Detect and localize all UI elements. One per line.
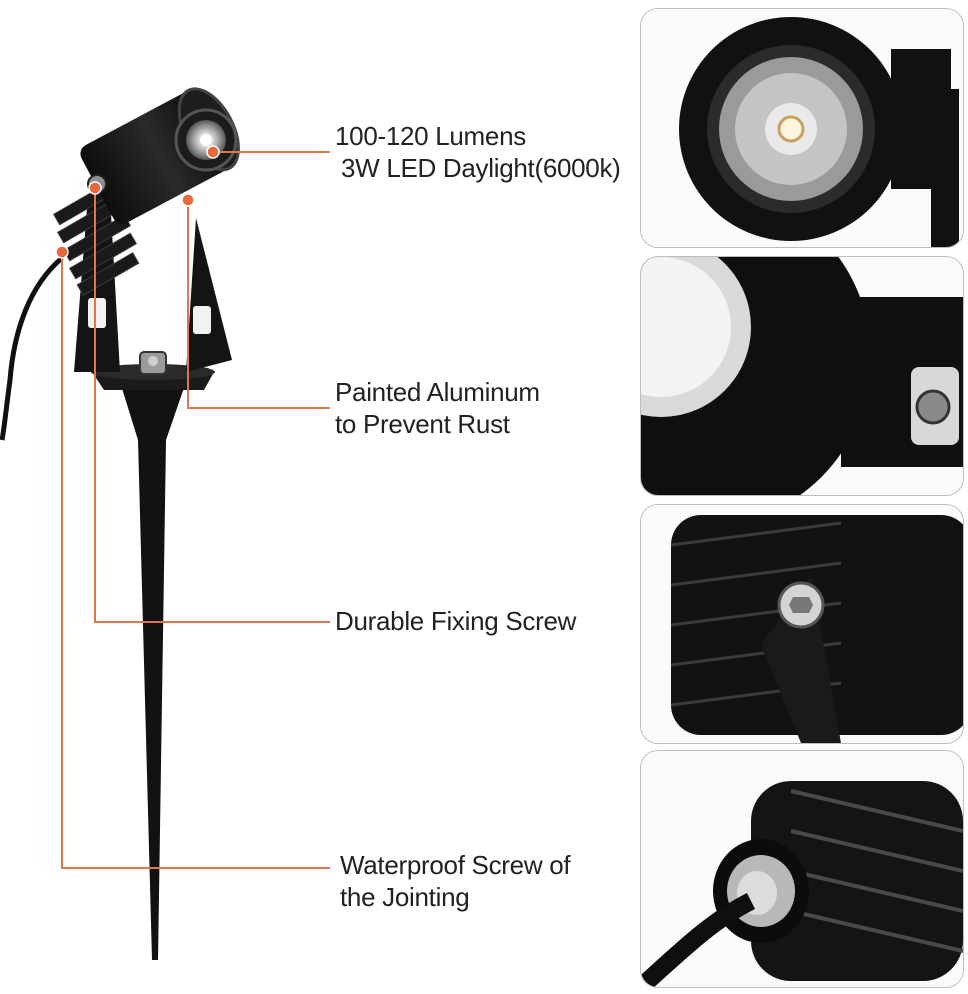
callout-led: 100-120 Lumens 3W LED Daylight(6000k) (335, 120, 621, 184)
mount-bracket-right (186, 218, 232, 372)
ground-spike (120, 382, 186, 960)
callout-fixing-screw-line1: Durable Fixing Screw (335, 606, 577, 636)
cable-gland-closeup-icon (641, 751, 963, 987)
callout-aluminum: Painted Aluminum to Prevent Rust (335, 376, 540, 440)
closeup-fixing-screw (640, 504, 964, 744)
callout-waterproof-line2: the Jointing (340, 882, 470, 912)
callout-waterproof-line1: Waterproof Screw of (340, 850, 571, 880)
closeup-led-lens (640, 8, 964, 248)
aluminum-housing-closeup-icon (641, 257, 963, 495)
callout-led-line2: 3W LED Daylight(6000k) (341, 153, 621, 183)
leader-waterproof (61, 252, 330, 869)
power-cable (0, 256, 64, 441)
closeup-cable-gland (640, 750, 964, 988)
leader-fixing-screw (94, 188, 330, 623)
leader-dots (55, 145, 220, 259)
closeup-aluminum-housing (640, 256, 964, 496)
leader-lines (61, 151, 330, 869)
callout-waterproof: Waterproof Screw of the Jointing (340, 849, 571, 913)
callout-led-line1: 100-120 Lumens (335, 121, 526, 151)
fixing-screw-closeup-icon (641, 505, 963, 743)
callout-aluminum-line1: Painted Aluminum (335, 377, 540, 407)
callout-aluminum-line2: to Prevent Rust (335, 409, 510, 439)
callout-fixing-screw: Durable Fixing Screw (335, 605, 576, 637)
led-lens-closeup-icon (641, 9, 963, 247)
leader-aluminum (187, 200, 330, 409)
